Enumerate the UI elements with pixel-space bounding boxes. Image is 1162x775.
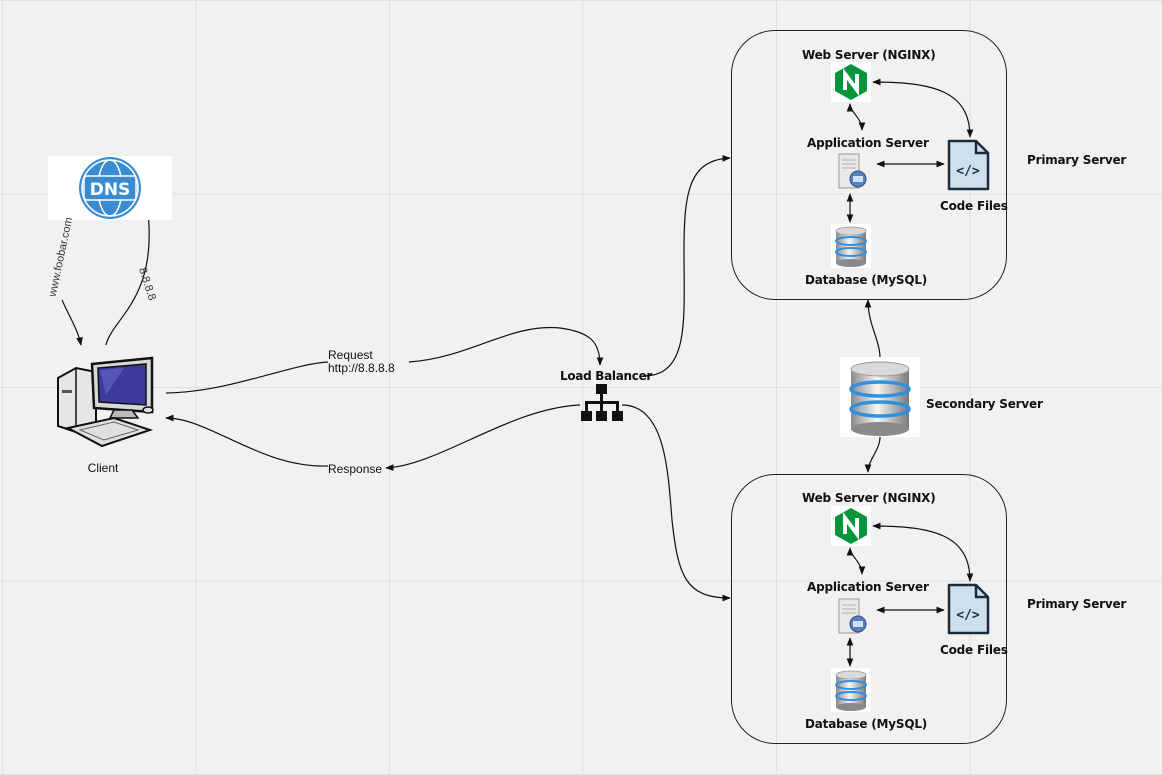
- lb-to-primary-top-arrow: [642, 155, 731, 377]
- request-arrow-to-lb: [408, 326, 604, 366]
- bottom-code-files-node[interactable]: </>: [946, 582, 990, 636]
- secondary-to-primary-bottom-arrow: [864, 436, 881, 473]
- code-file-icon: </>: [947, 583, 990, 635]
- nginx-logo-icon: [835, 508, 867, 544]
- bottom-nginx-node[interactable]: [831, 506, 871, 546]
- svg-text:</>: </>: [956, 608, 980, 623]
- request-arrow: [165, 361, 329, 394]
- top-web-server-label: Web Server (NGINX): [802, 48, 936, 62]
- dns-badge-label: DNS: [90, 180, 131, 200]
- secondary-to-primary-top-arrow: [864, 299, 881, 359]
- dns-globe-icon: DNS: [79, 157, 141, 219]
- bottom-nginx-code-arrow: [872, 522, 974, 582]
- bottom-code-files-label: Code Files: [940, 643, 1008, 657]
- database-cylinder-icon: [849, 361, 911, 436]
- load-balancer-node[interactable]: [581, 383, 623, 423]
- response-arrow: [385, 404, 581, 471]
- top-nginx-code-arrow: [872, 78, 974, 138]
- request-label-line1: Request: [328, 348, 373, 362]
- request-label: Request http://8.8.8.8: [328, 349, 395, 375]
- primary-server-bottom-container: [731, 474, 1007, 744]
- top-code-files-label: Code Files: [940, 199, 1008, 213]
- dns-query-arrow: [61, 299, 83, 346]
- network-hierarchy-icon: [581, 384, 623, 421]
- dns-reply-arrow: [105, 204, 152, 346]
- lb-to-primary-bottom-arrow: [621, 404, 731, 602]
- server-tower-icon: [838, 598, 867, 634]
- primary-server-top-label: Primary Server: [1027, 153, 1127, 167]
- desktop-computer-icon: [57, 356, 154, 448]
- code-file-icon: </>: [947, 139, 990, 191]
- secondary-server-node[interactable]: [840, 357, 920, 437]
- top-database-label: Database (MySQL): [805, 273, 928, 287]
- primary-server-bottom-label: Primary Server: [1027, 597, 1127, 611]
- response-arrow-to-client: [165, 414, 329, 467]
- bottom-nginx-app-arrow: [846, 547, 866, 575]
- database-cylinder-icon: [835, 670, 867, 711]
- bottom-app-server-label: Application Server: [807, 580, 929, 594]
- bottom-database-label: Database (MySQL): [805, 717, 928, 731]
- bottom-app-server-node[interactable]: [836, 597, 872, 637]
- top-code-files-node[interactable]: </>: [946, 138, 990, 192]
- server-tower-icon: [838, 153, 867, 189]
- bottom-database-node[interactable]: [831, 668, 871, 712]
- top-app-server-label: Application Server: [807, 136, 929, 150]
- load-balancer-label: Load Balancer: [560, 369, 653, 383]
- top-nginx-app-arrow: [846, 103, 866, 131]
- primary-server-top-container: [731, 30, 1007, 300]
- client-label: Client: [87, 461, 119, 475]
- request-label-line2: http://8.8.8.8: [328, 361, 395, 375]
- secondary-server-label: Secondary Server: [926, 397, 1043, 411]
- dns-node[interactable]: DNS: [48, 156, 172, 220]
- top-app-server-node[interactable]: [836, 152, 872, 192]
- top-nginx-node[interactable]: [831, 62, 871, 102]
- response-label: Response: [328, 462, 383, 476]
- database-cylinder-icon: [835, 226, 867, 267]
- bottom-web-server-label: Web Server (NGINX): [802, 491, 936, 505]
- svg-text:</>: </>: [956, 164, 980, 179]
- nginx-logo-icon: [835, 64, 867, 100]
- top-database-node[interactable]: [831, 224, 871, 268]
- client-node[interactable]: [54, 350, 156, 455]
